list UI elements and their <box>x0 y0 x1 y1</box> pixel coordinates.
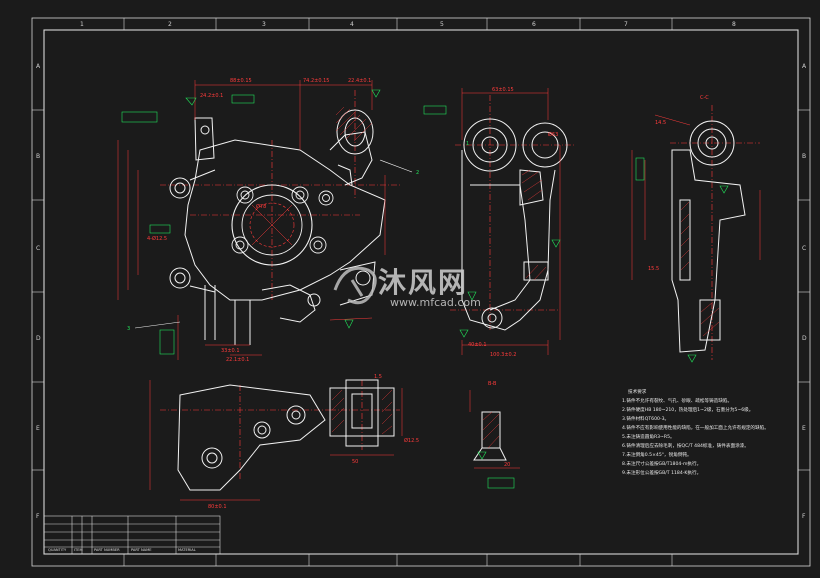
dim-80: 80±0.1 <box>208 504 227 510</box>
notes-line-3: 3.铸件材料QT600-3。 <box>622 415 669 422</box>
grid-row-f-right: F <box>802 513 806 520</box>
bottom-view: 80±0.1 <box>149 380 330 510</box>
tb-quantity: QUANTITY <box>48 548 67 552</box>
balloon-2: 2 <box>416 170 419 176</box>
balloon-3: 3 <box>127 326 130 332</box>
section-bb-label: B-B <box>488 381 497 387</box>
section-bb-view: B-B 20 <box>469 381 520 489</box>
dim-100-3: 100.3±0.2 <box>490 352 516 358</box>
watermark-logo <box>333 266 377 305</box>
grid-row-labels: A B C D E F A B C D E F <box>36 63 807 520</box>
dim-22-4: 22.4±0.1 <box>348 78 371 84</box>
grid-col-2: 2 <box>168 21 172 28</box>
notes-line-8: 8.未注尺寸公差按GB/T1804-m执行。 <box>622 460 701 467</box>
dim-24-2: 24.2±0.1 <box>200 93 223 99</box>
tb-material: MATERIAL <box>178 548 196 552</box>
dim-63-dia: Ø63 <box>548 131 558 138</box>
tb-item: ITEM <box>74 548 83 552</box>
grid-row-d: D <box>36 335 41 342</box>
grid-col-8: 8 <box>732 21 736 28</box>
notes-line-5: 5.未注铸造圆角R3~R5。 <box>622 433 675 440</box>
side-view: 63±0.15 100.3±0.2 40±0.1 Ø63 1 <box>423 87 575 358</box>
grid-row-e: E <box>36 425 40 432</box>
tb-part-number: PART NUMBER <box>94 548 120 552</box>
notes-line-6: 6.铸件清理后应去除毛刺，按QC/T 484标准，铸件表面涂漆。 <box>622 442 749 449</box>
grid-ticks <box>32 18 810 566</box>
dim-4-12-5: 4-Ø12.5 <box>147 235 167 242</box>
grid-row-e-right: E <box>802 425 806 432</box>
notes-heading: 技术要求 <box>628 388 647 395</box>
section-cc-label: C-C <box>700 95 709 101</box>
front-view: 88±0.15 74.2±0.15 22.4±0.1 24.2±0.1 4-Ø1… <box>117 78 419 363</box>
dim-63: 63±0.15 <box>492 87 514 93</box>
watermark: 沐风网 www.mfcad.com <box>333 266 481 309</box>
dim-22-1: 22.1±0.1 <box>226 357 249 363</box>
notes-line-1: 1.铸件不允许有裂纹、气孔、砂眼、疏松等铸造缺陷。 <box>622 397 732 404</box>
dim-88: 88±0.15 <box>230 78 252 84</box>
bushing-section: 50 Ø12.5 1.5 <box>329 374 419 465</box>
watermark-url: www.mfcad.com <box>390 296 481 309</box>
grid-col-1: 1 <box>80 21 84 28</box>
section-cc-view: C-C 14.5 15.5 <box>631 95 761 363</box>
notes-line-9: 9.未注形位公差按GB/T 1184-K执行。 <box>622 469 701 476</box>
dim-33: 33±0.1 <box>221 348 240 354</box>
watermark-brand: 沐风网 <box>378 266 468 299</box>
grid-col-3: 3 <box>262 21 266 28</box>
dim-15-5: 15.5 <box>648 266 659 272</box>
grid-row-c: C <box>36 245 40 252</box>
balloon-1: 1 <box>466 141 469 147</box>
grid-row-a: A <box>36 63 41 70</box>
dim-20: 20 <box>504 462 510 468</box>
dim-1-5: 1.5 <box>374 374 382 380</box>
notes-line-2: 2.铸件硬度HB 180~210，热处理后1~2级，石墨分为5~6级。 <box>622 406 753 413</box>
grid-row-d-right: D <box>802 335 807 342</box>
dim-14-5: 14.5 <box>655 120 666 126</box>
grid-col-7: 7 <box>624 21 628 28</box>
title-block: QUANTITY ITEM PART NUMBER PART NAME MATE… <box>43 515 221 555</box>
dim-50: 50 <box>352 459 358 465</box>
grid-col-6: 6 <box>532 21 536 28</box>
dim-12-5: Ø12.5 <box>404 437 419 444</box>
notes-line-4: 4.铸件不应有影响使用性能的缺陷，在一般加工面上允许有规定的缺陷。 <box>622 424 769 431</box>
dim-74-2: 74.2±0.15 <box>303 78 329 84</box>
technical-notes: 技术要求 1.铸件不允许有裂纹、气孔、砂眼、疏松等铸造缺陷。 2.铸件硬度HB … <box>622 388 769 476</box>
grid-row-c-right: C <box>802 245 806 252</box>
grid-row-a-right: A <box>802 63 807 70</box>
grid-column-labels: 1 2 3 4 5 6 7 8 <box>80 21 736 28</box>
dim-40: 40±0.1 <box>468 342 487 348</box>
grid-row-b: B <box>36 153 40 160</box>
grid-col-5: 5 <box>440 21 444 28</box>
tb-part-name: PART NAME <box>131 548 152 552</box>
dim-78: Ø78 <box>256 203 266 210</box>
grid-row-b-right: B <box>802 153 806 160</box>
grid-col-4: 4 <box>350 21 354 28</box>
grid-row-f: F <box>36 513 40 520</box>
notes-line-7: 7.未注倒角0.5×45°，锐角倒钝。 <box>622 451 692 458</box>
